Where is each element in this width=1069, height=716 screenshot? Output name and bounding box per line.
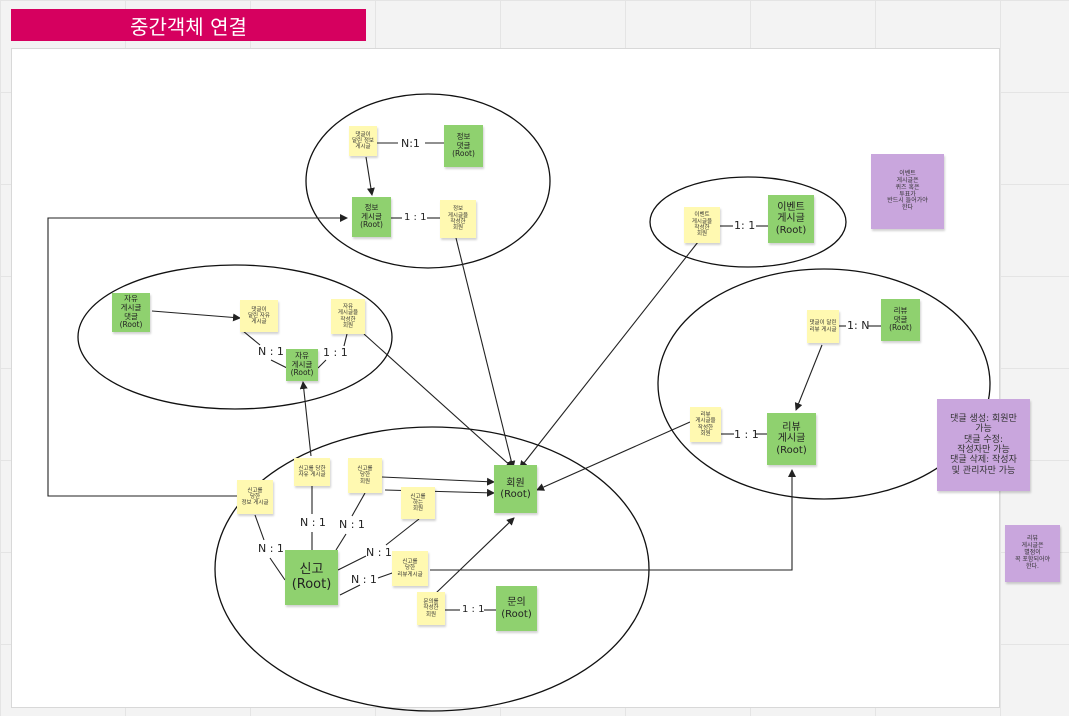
review-memo-note[interactable]: 리뷰 게시글은 별점이 꼭 포함되어야 한다. [1005,525,1060,582]
info-commented-post-note[interactable]: 댓글이 달린 정보 게시글 [349,126,377,156]
review-11-label: 1 : 1 [734,428,759,441]
info-11-label: 1 : 1 [404,212,427,223]
info-n1-label: N:1 [401,137,420,150]
inquiry-author-note[interactable]: 문의를 작성한 회원 [417,592,445,625]
report-n1-label-a: N : 1 [258,542,284,555]
report-n1-label-c: N : 1 [339,518,365,531]
inquiry-root-note[interactable]: 문의 (Root) [496,586,537,631]
event-memo-note[interactable]: 이벤트 게시글은 퀴즈 혹은 투표가 반드시 들어가야 한다 [871,154,944,229]
info-post-author-note[interactable]: 정보 게시글을 작성한 회원 [440,200,476,238]
free-11-label: 1 : 1 [323,346,348,359]
inquiry-11-label: 1 : 1 [462,604,485,615]
free-post-root-note[interactable]: 자유 게시글 (Root) [286,349,318,381]
member-root-note[interactable]: 회원 (Root) [494,465,537,513]
reporting-member-note[interactable]: 신고를 하는 회원 [401,487,435,519]
report-n1-label-b: N : 1 [300,516,326,529]
event-post-root-note[interactable]: 이벤트 게시글 (Root) [768,195,814,243]
review-comment-root-note[interactable]: 리뷰 댓글 (Root) [881,299,920,341]
reported-review-post-note[interactable]: 신고를 당한 리뷰게시글 [392,551,428,586]
info-post-root-note[interactable]: 정보 게시글 (Root) [352,197,391,237]
event-11-label: 1: 1 [734,219,756,232]
event-post-author-note[interactable]: 이벤트 게시글을 작성한 회원 [684,207,720,243]
info-comment-root-note[interactable]: 정보 댓글 (Root) [444,125,483,167]
report-root-note[interactable]: 신고 (Root) [285,550,338,605]
reported-info-post-note[interactable]: 신고를 당한 정보 게시글 [237,480,273,514]
report-n1-label-d: N : 1 [366,546,392,559]
reported-free-post-note[interactable]: 신고를 당한 자유 게시글 [294,458,330,486]
reported-member-note[interactable]: 신고를 당한 회원 [348,458,382,493]
review-post-author-note[interactable]: 리뷰 게시글을 작성한 회원 [690,407,721,442]
review-post-root-note[interactable]: 리뷰 게시글 (Root) [767,413,816,465]
report-n1-label-e: N : 1 [351,573,377,586]
comment-rules-memo-note[interactable]: 댓글 생성: 회원만 가능 댓글 수정: 작성자만 가능 댓글 삭제: 작성자 … [937,399,1030,491]
review-1n-label: 1: N [847,319,870,332]
free-comment-root-note[interactable]: 자유 게시글 댓글 (Root) [112,293,150,332]
free-commented-post-note[interactable]: 댓글이 달린 자유 게시글 [240,300,278,332]
free-post-author-note[interactable]: 자유 게시글을 작성한 회원 [331,299,365,334]
free-n1-label: N : 1 [258,345,284,358]
board-title: 중간객체 연결 [11,9,366,41]
review-commented-post-note[interactable]: 댓글이 달린 리뷰 게시글 [807,310,839,343]
